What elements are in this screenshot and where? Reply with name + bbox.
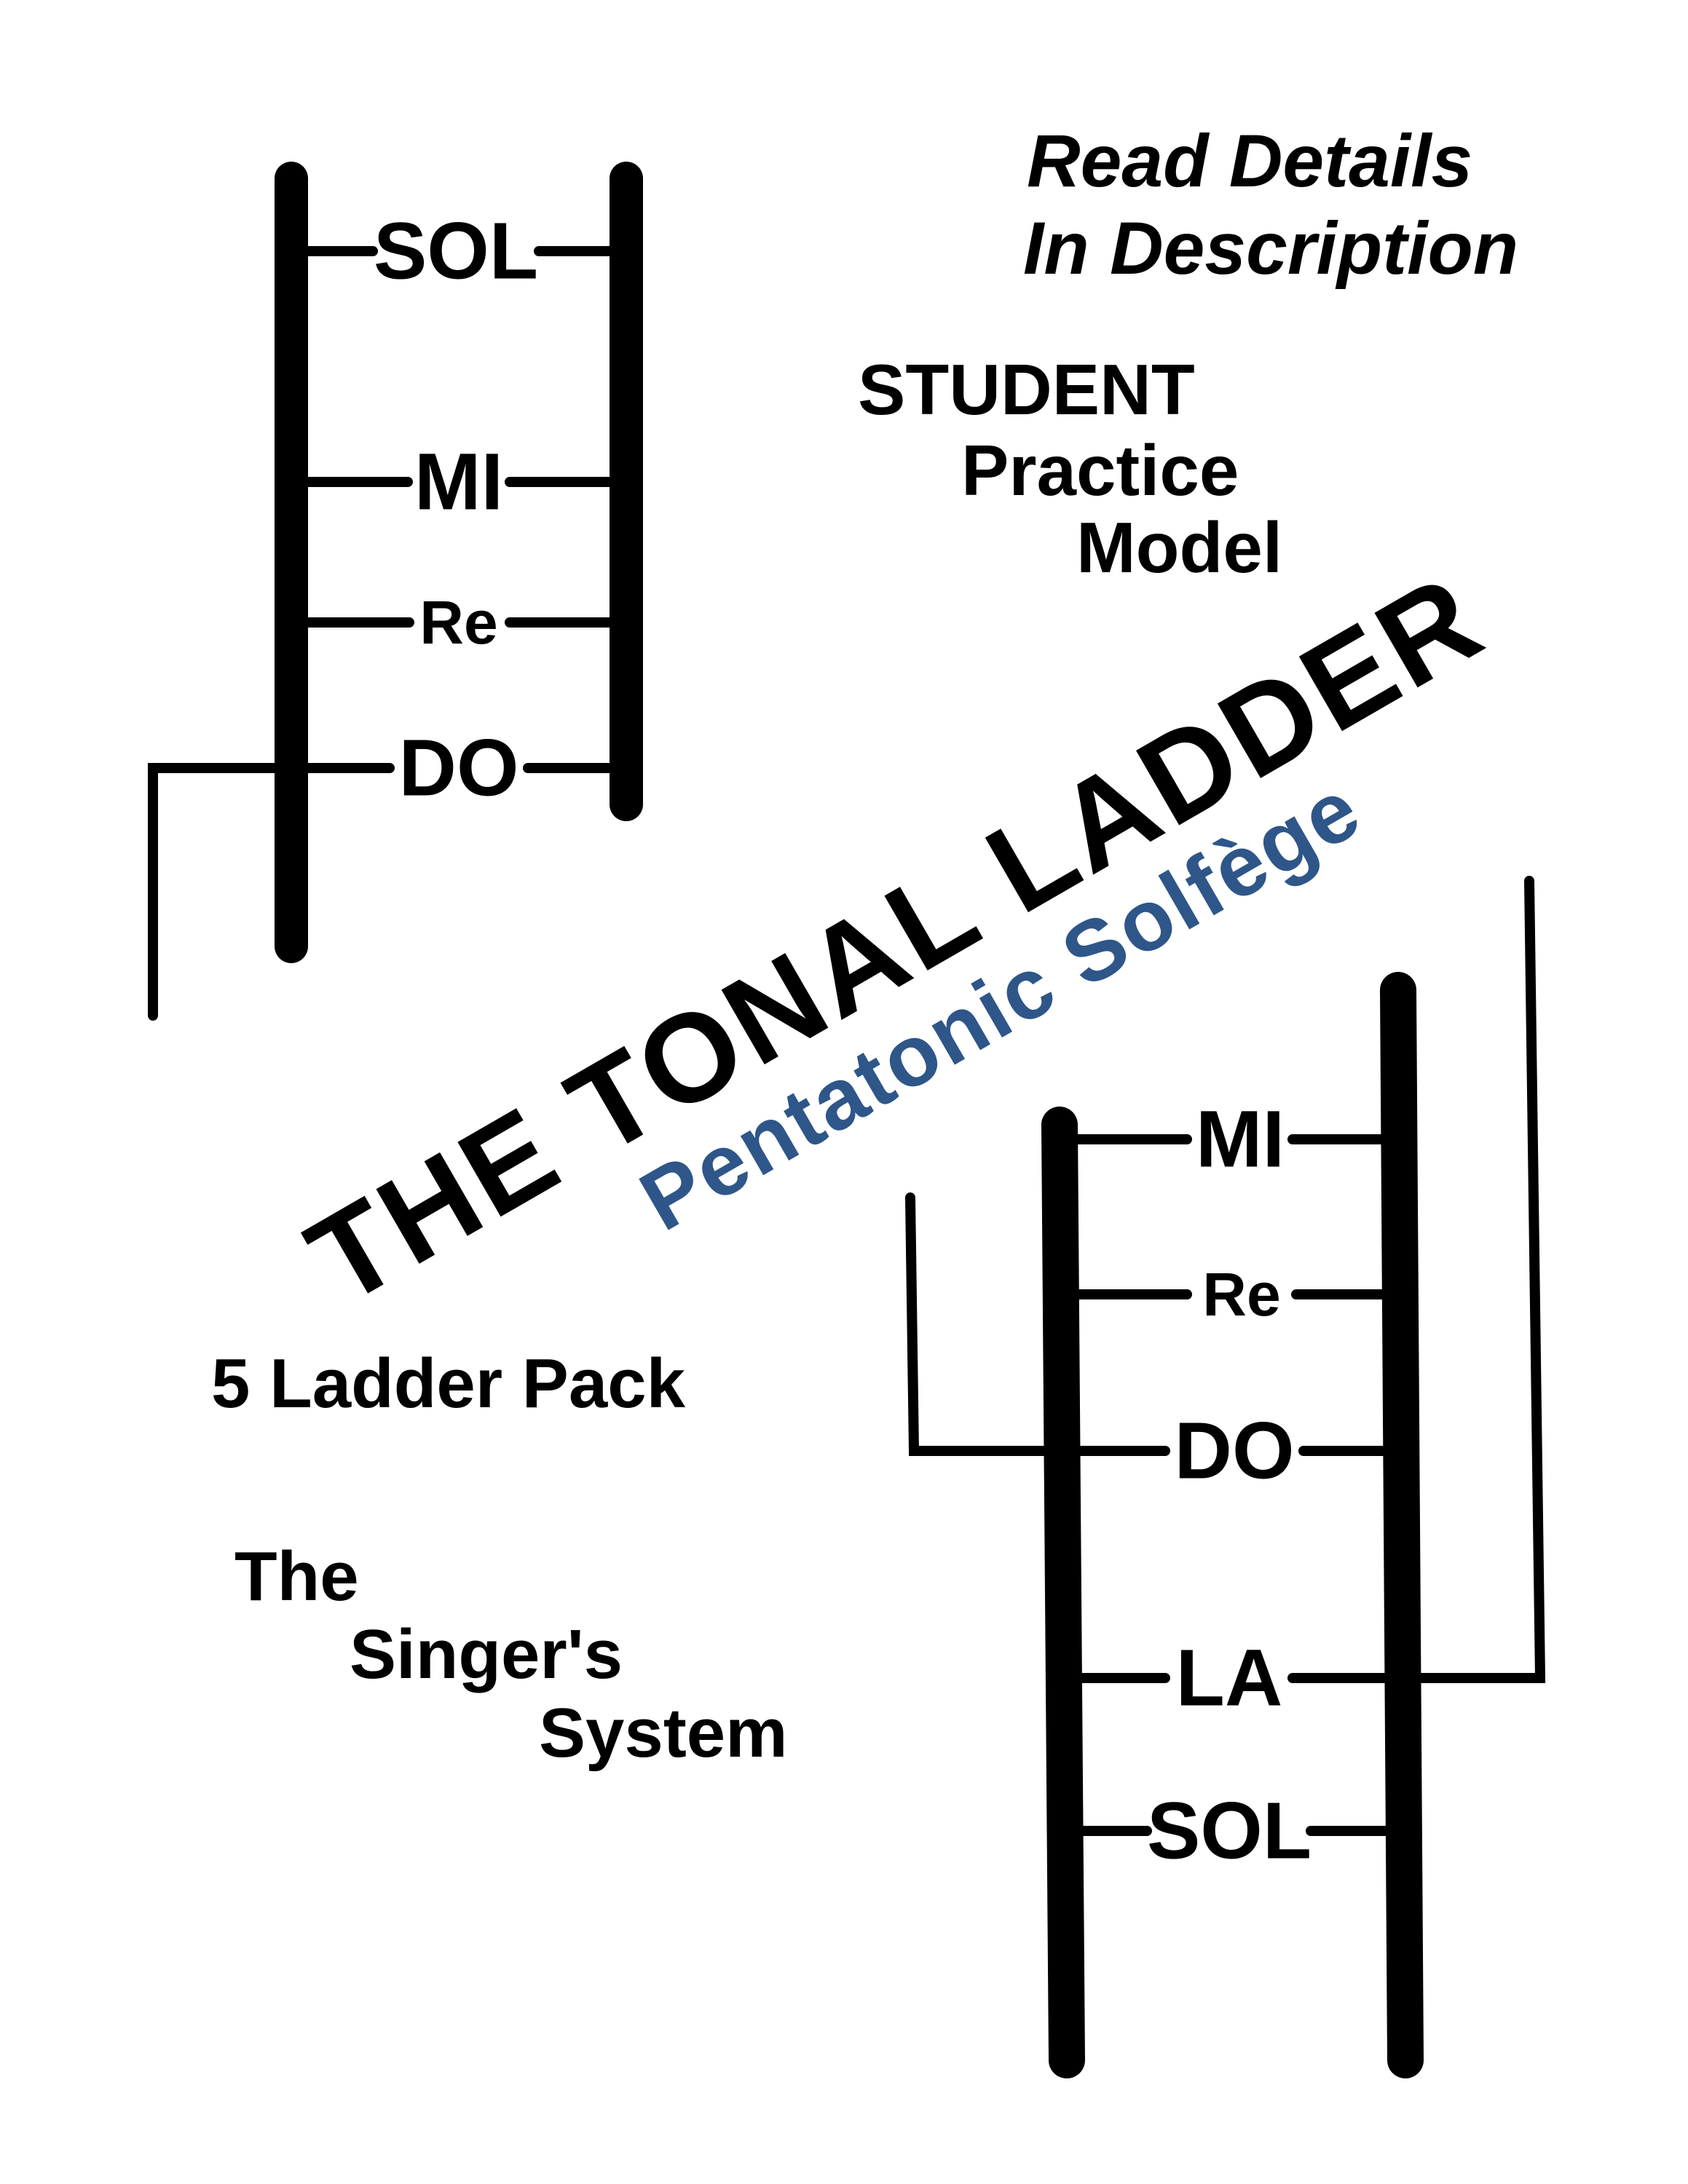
brand-line-the: The [234, 1538, 359, 1615]
model-line-model: Model [1076, 507, 1283, 587]
read-details-line-2: In Description [1023, 207, 1519, 290]
bottom-rung-do-label: DO [1175, 1406, 1295, 1496]
bottom-rung-re-label: Re [1202, 1260, 1280, 1329]
top-rung-do-label: DO [399, 724, 519, 813]
bottom-ladder-right-bracket [1400, 876, 1546, 1683]
model-line-student: STUDENT [858, 349, 1195, 430]
top-ladder: SOL MI Re DO [148, 162, 643, 1021]
bottom-ladder-left-bracket [905, 1192, 1065, 1456]
top-ladder-side-bracket [148, 763, 296, 1021]
top-rung-re-label: Re [419, 588, 497, 657]
pack-label: 5 Ladder Pack [211, 1345, 685, 1423]
brand-line-system: System [539, 1694, 788, 1772]
bottom-rung-mi-label: MI [1196, 1095, 1285, 1184]
bottom-ladder-right-rail [1380, 972, 1424, 2078]
top-rung-sol-label: SOL [374, 207, 538, 296]
bottom-ladder: MI Re DO LA SOL [905, 876, 1546, 2078]
bottom-ladder-left-rail [1041, 1107, 1085, 2078]
brand-line-singers: Singer's [350, 1615, 623, 1693]
bottom-rung-sol-label: SOL [1147, 1787, 1312, 1876]
top-rung-mi-label: MI [414, 438, 503, 527]
bottom-rung-la-label: LA [1176, 1634, 1283, 1723]
read-details-line-1: Read Details [1027, 119, 1473, 202]
model-line-practice: Practice [961, 430, 1239, 510]
